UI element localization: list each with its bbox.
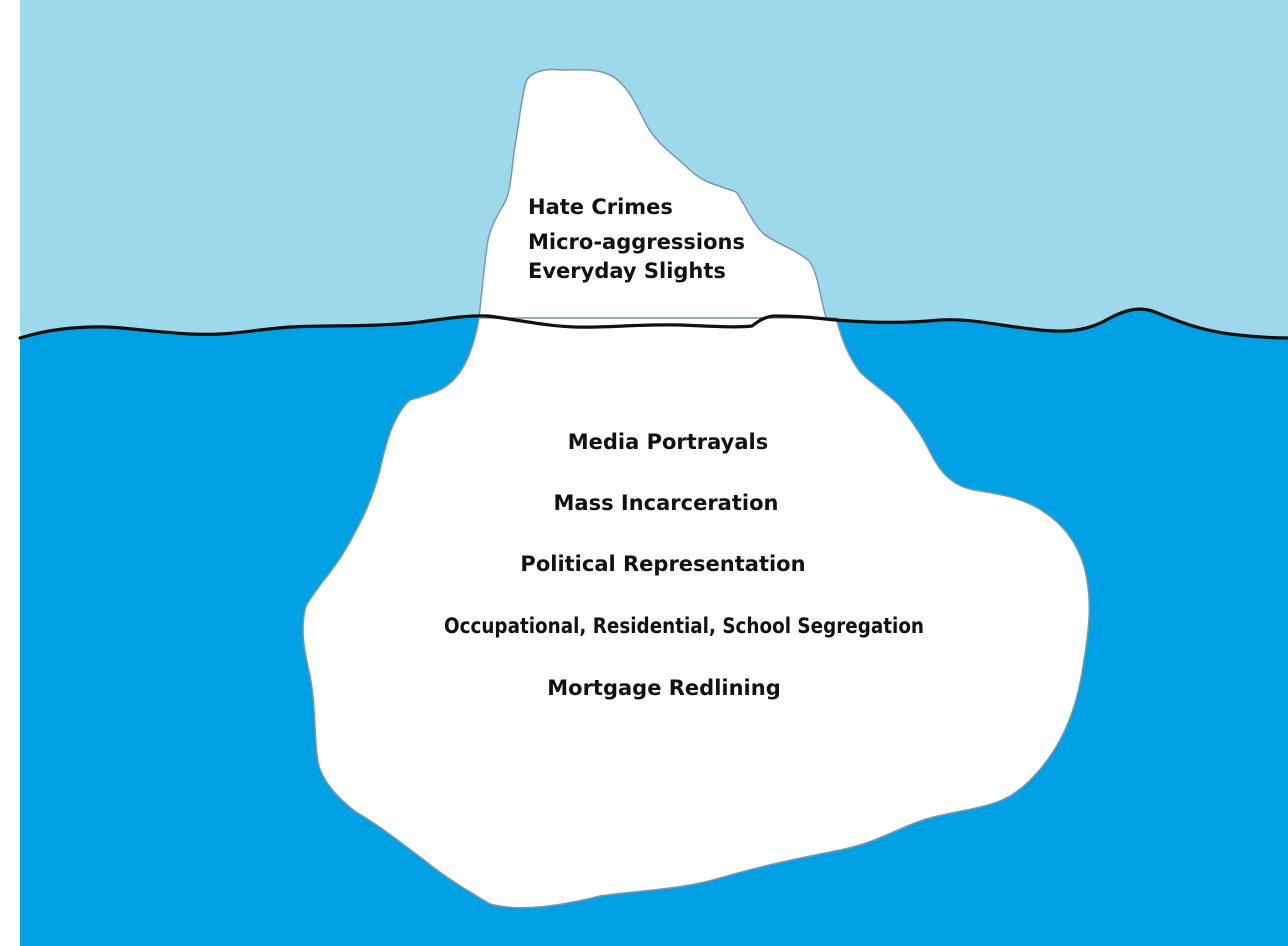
below-surface-labels: Media Portrayals Mass Incarceration Poli… — [444, 430, 924, 700]
label-media-portrayals: Media Portrayals — [568, 430, 769, 454]
label-micro-aggressions: Micro-aggressions — [528, 230, 745, 254]
waterline — [18, 307, 1288, 340]
iceberg-tip — [478, 68, 827, 319]
iceberg-submerged — [302, 317, 1090, 909]
label-everyday-slights: Everyday Slights — [528, 259, 726, 283]
label-hate-crimes: Hate Crimes — [528, 195, 673, 219]
label-mass-incarceration: Mass Incarceration — [554, 491, 779, 515]
label-segregation: Occupational, Residential, School Segreg… — [444, 614, 924, 638]
above-surface-labels: Hate Crimes Micro-aggressions Everyday S… — [528, 195, 745, 283]
label-political-representation: Political Representation — [520, 552, 805, 576]
label-mortgage-redlining: Mortgage Redlining — [547, 676, 780, 700]
